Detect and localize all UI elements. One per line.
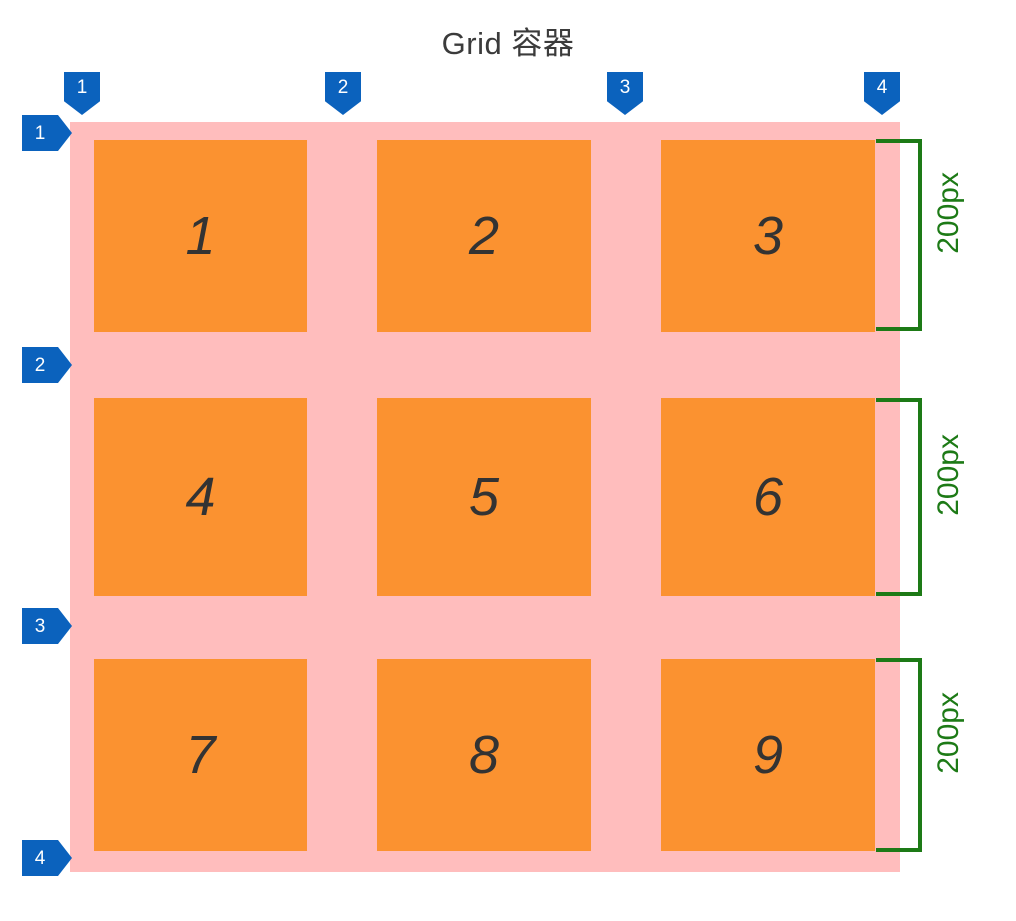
page-title: Grid 容器 — [441, 26, 575, 61]
row-line-marker-1: 1 — [22, 115, 72, 151]
grid-item-2: 2 — [377, 140, 591, 332]
grid-item-8: 8 — [377, 659, 591, 851]
row-size-bracket-3 — [876, 658, 922, 852]
row-line-marker-3: 3 — [22, 608, 72, 644]
row-size-bracket-1 — [876, 139, 922, 331]
column-line-marker-4: 4 — [864, 72, 900, 115]
grid-item-4: 4 — [94, 398, 307, 596]
row-line-marker-4: 4 — [22, 840, 72, 876]
column-line-marker-3: 3 — [607, 72, 643, 115]
row-line-marker-2: 2 — [22, 347, 72, 383]
grid-item-5: 5 — [377, 398, 591, 596]
grid-item-9: 9 — [661, 659, 875, 851]
grid-container: 1 2 3 4 5 6 7 8 9 — [70, 122, 900, 872]
row-size-bracket-2 — [876, 398, 922, 596]
column-line-marker-1: 1 — [64, 72, 100, 115]
grid-item-1: 1 — [94, 140, 307, 332]
row-size-label-2: 200px — [932, 434, 965, 516]
row-size-label-3: 200px — [932, 692, 965, 774]
grid-item-7: 7 — [94, 659, 307, 851]
grid-item-6: 6 — [661, 398, 875, 596]
row-size-label-1: 200px — [932, 172, 965, 254]
column-line-marker-2: 2 — [325, 72, 361, 115]
grid-item-3: 3 — [661, 140, 875, 332]
